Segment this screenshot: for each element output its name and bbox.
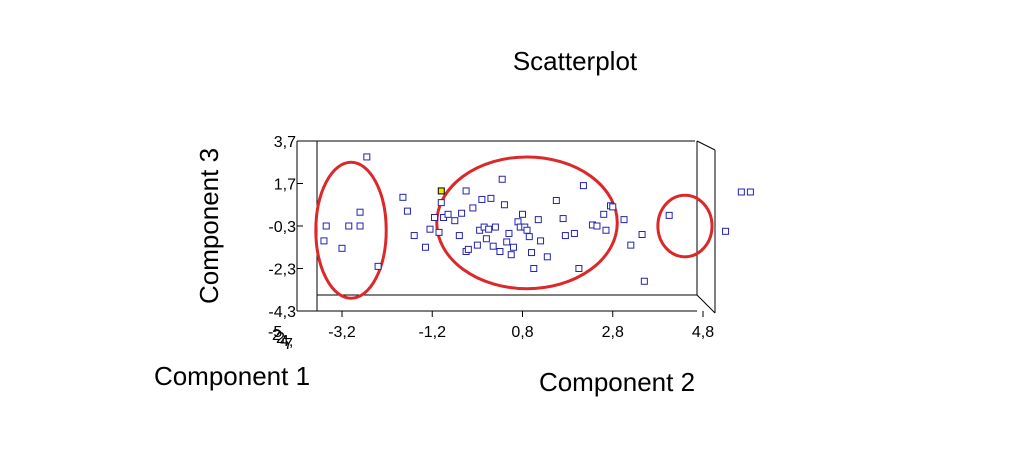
chart-title: Scatterplot [513,46,638,76]
data-point [437,199,445,207]
depth-axis-tick-labels: -5,2,2,4,7 [268,324,293,353]
data-point [482,235,490,243]
data-point [505,229,513,237]
x-tick-label: 0,8 [511,324,533,341]
depth-tick-label: -5, [268,324,287,341]
depth-tick-label: 2, [272,327,285,344]
data-point [399,193,407,201]
data-point [500,201,508,209]
data-point [575,265,583,272]
data-point [543,253,551,261]
data-point [627,241,635,249]
data-point [469,204,477,212]
data-point [458,209,466,217]
x-tick-label: -1,2 [418,324,446,341]
data-point [620,216,628,224]
data-point [426,225,434,233]
z-tick-label: 1,7 [274,177,296,194]
data-point [525,233,533,241]
data-point [523,226,531,234]
data-points [320,153,754,285]
data-point [665,211,673,219]
z-tick-label: -4,3 [268,304,296,321]
box-depth-edge-top [696,140,716,151]
cluster-ellipse [314,160,388,300]
data-point [451,217,459,225]
data-point [498,175,506,183]
z-tick-label: 3,7 [274,134,296,151]
data-point [431,214,439,221]
data-point [356,208,364,216]
z-tick-label: -0,3 [268,219,296,236]
data-point [403,207,411,215]
data-point [593,222,601,230]
x-tick-label: 2,8 [602,324,624,341]
z-tick-label: -2,3 [268,262,296,279]
data-point [602,226,610,234]
data-point [600,210,608,218]
x-axis-tick-marks [341,311,704,317]
data-point [534,216,542,224]
data-point [356,222,364,230]
data-point [489,242,497,250]
data-point [345,222,353,230]
data-point [638,231,646,238]
z-axis-tick-marks [297,140,303,312]
plot-box [296,140,716,314]
data-point [363,153,371,161]
data-point [410,232,418,240]
data-point [737,188,745,196]
data-point [464,245,472,253]
data-point [640,277,648,285]
data-point [609,203,617,211]
x-axis-title: Component 2 [539,367,695,397]
data-point [462,187,470,195]
data-point [537,237,545,245]
cluster-outlines [314,155,714,300]
depth-tick-label: 2, [276,330,289,347]
data-point [509,243,517,251]
data-point [444,210,452,218]
data-point [559,215,567,223]
data-point [421,243,429,251]
depth-axis-title: Component 1 [154,361,310,391]
data-point [485,225,493,233]
data-point [487,194,495,202]
data-point [455,232,463,240]
data-point [338,244,346,252]
depth-tick-label: 7 [284,336,293,353]
data-point [503,238,511,246]
data-point [530,265,538,272]
depth-tick-label: 4, [280,333,293,350]
x-tick-label: -3,2 [328,324,356,341]
data-point [374,262,382,270]
data-point [320,237,328,245]
data-point [570,229,578,237]
data-point [322,222,330,230]
data-point [528,249,536,257]
x-axis-tick-labels: -3,2 -1,2 0,8 2,8 4,8 [328,324,714,341]
data-point [496,248,504,255]
data-point [552,197,560,204]
data-point [507,251,515,259]
data-point [478,195,486,203]
data-point [435,228,443,236]
cluster-ellipse [435,155,619,291]
box-depth-edge-bottom [696,294,716,314]
data-point [491,223,499,231]
data-point [561,232,569,240]
x-tick-label: 4,8 [692,324,714,341]
data-point [579,182,587,190]
z-axis-title: Component 3 [194,148,224,304]
data-point [519,210,526,218]
highlighted-data-point [437,187,445,195]
z-axis-tick-labels: 3,7 1,7 -0,3 -2,3 -4,3 [268,134,296,321]
data-point [722,227,730,235]
cluster-ellipse [656,193,714,259]
data-point [746,188,754,196]
data-point [473,241,481,249]
